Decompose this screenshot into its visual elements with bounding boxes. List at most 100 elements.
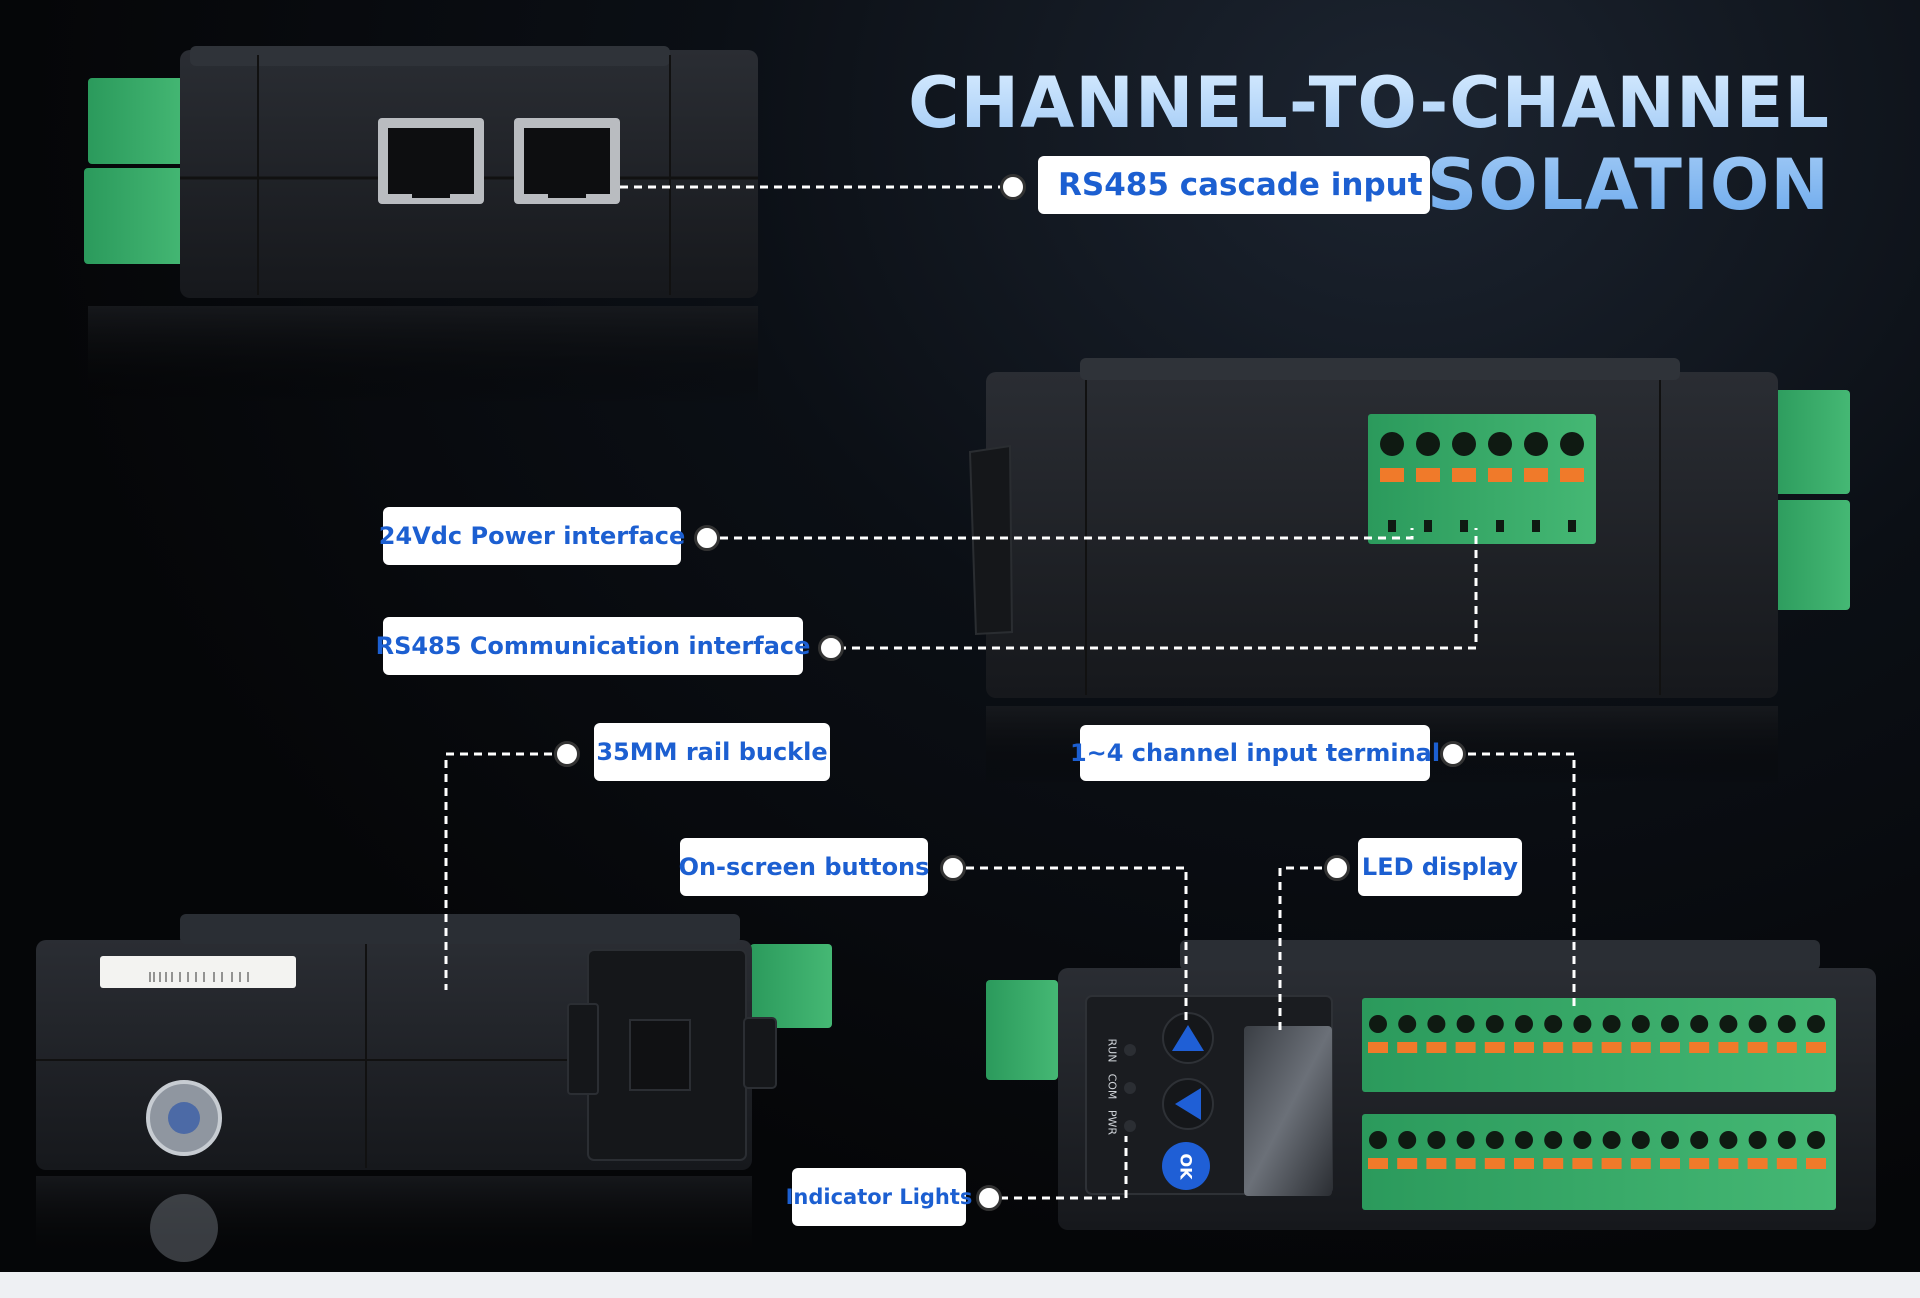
callout-dot (1440, 741, 1466, 767)
terminal-release-tab (1601, 1158, 1622, 1169)
terminal-screw-hole (1573, 1015, 1592, 1033)
side-terminal-block (1768, 390, 1850, 494)
terminal-release-tab (1455, 1042, 1476, 1053)
terminal-release-tab (1718, 1042, 1739, 1053)
device-top-edge (190, 46, 670, 66)
terminal-screw-hole (1427, 1015, 1446, 1033)
side-terminal-block (986, 980, 1058, 1080)
led-display-window (1244, 1026, 1332, 1196)
din-rail-clip (567, 949, 777, 1161)
terminal-release-tab (1484, 1158, 1505, 1169)
callout-rs485-cascade-input: RS485 cascade input (1038, 156, 1430, 214)
terminal-screw-hole (1544, 1015, 1563, 1033)
terminal-screw-hole (1456, 1015, 1475, 1033)
terminal-release-tab (1572, 1158, 1593, 1169)
callout-dot (940, 855, 966, 881)
rj45-port (514, 118, 620, 204)
side-terminal-block (1768, 500, 1850, 610)
terminal-screw-hole (1573, 1131, 1592, 1149)
leader-line-rail-buckle (444, 752, 552, 990)
device-bottom-right (986, 940, 1876, 1230)
up-arrow-button[interactable] (1162, 1012, 1214, 1064)
terminal-release-tab (1718, 1158, 1739, 1169)
device-bottom-left (36, 914, 832, 1272)
terminal-release-tab (1514, 1158, 1534, 1169)
terminal-release-tab (1572, 1042, 1593, 1053)
callout-35mm-rail-buckle: 35MM rail buckle (594, 723, 830, 781)
terminal-release-tab (1806, 1042, 1826, 1053)
terminal-release-tab (1747, 1158, 1768, 1169)
side-terminal-block (750, 944, 832, 1028)
terminal-release-tab (1397, 1042, 1418, 1053)
terminal-release-tab (1426, 1042, 1447, 1053)
callout-indicator-lights: Indicator Lights (786, 1168, 972, 1226)
terminal-screw-hole (1515, 1131, 1533, 1149)
terminal-screw-hole (1631, 1131, 1650, 1149)
terminal-screw-hole (1719, 1015, 1738, 1033)
terminal-release-tab (1397, 1158, 1418, 1169)
terminal-screw-hole (1777, 1015, 1796, 1033)
terminal-release-tab (1484, 1042, 1505, 1053)
terminal-release-tab (1543, 1042, 1564, 1053)
rj45-port (378, 118, 484, 204)
callout-onscreen-buttons: On-screen buttons (679, 838, 929, 896)
terminal-screw-hole (1544, 1131, 1563, 1149)
rail-clip (968, 444, 1014, 636)
terminal-screw-hole (1398, 1131, 1417, 1149)
terminal-release-tab (1455, 1158, 1476, 1169)
terminal-release-tab (1747, 1042, 1768, 1053)
terminal-screw-hole (1369, 1015, 1387, 1033)
terminal-release-tab (1426, 1158, 1447, 1169)
terminal-block-lower (1362, 1114, 1836, 1210)
leader-line-onscreen-buttons (966, 866, 1188, 1020)
terminal-screw-hole (1398, 1015, 1417, 1033)
triangle-up-icon (1172, 1025, 1204, 1051)
terminal-block-6pin (1368, 414, 1596, 544)
terminal-release-tab (1543, 1158, 1564, 1169)
terminal-release-tab (1630, 1158, 1651, 1169)
indicator-led (1124, 1082, 1136, 1094)
leader-line-input-terminal (1468, 752, 1576, 1010)
terminal-release-tab (1601, 1042, 1622, 1053)
terminal-release-tab (1776, 1042, 1797, 1053)
reflection (88, 306, 758, 406)
callout-led-display: LED display (1358, 838, 1522, 896)
terminal-block-upper (1362, 998, 1836, 1092)
left-arrow-button[interactable] (1162, 1078, 1214, 1130)
terminal-release-tab (1660, 1158, 1680, 1169)
terminal-release-tab (1514, 1042, 1534, 1053)
terminal-screw-hole (1690, 1015, 1709, 1033)
terminal-screw-hole (1485, 1131, 1504, 1149)
triangle-left-icon (1175, 1088, 1201, 1120)
callout-channel-input-terminal: 1~4 channel input terminal (1070, 725, 1440, 781)
terminal-screw-hole (1661, 1131, 1679, 1149)
terminal-release-tab (1689, 1158, 1710, 1169)
bottom-strip (0, 1272, 1920, 1298)
device-top-left (84, 46, 758, 406)
terminal-screw-hole (1631, 1015, 1650, 1033)
callout-dot (976, 1185, 1002, 1211)
terminal-screw-hole (1515, 1015, 1533, 1033)
terminal-screw-hole (1661, 1015, 1679, 1033)
callout-dot (554, 741, 580, 767)
page-title: CHANNEL-TO-CHANNEL ISOLATION (790, 62, 1830, 226)
ok-button[interactable]: OK (1162, 1142, 1210, 1190)
terminal-release-tab (1630, 1042, 1651, 1053)
terminal-screw-hole (1456, 1131, 1475, 1149)
callout-dot (1000, 174, 1026, 200)
indicator-led (1124, 1044, 1136, 1056)
terminal-screw-hole (1602, 1015, 1621, 1033)
leader-line-indicator (1000, 1136, 1128, 1200)
terminal-release-tab (1689, 1042, 1710, 1053)
leader-line-power (720, 528, 1414, 540)
callout-dot (1324, 855, 1350, 881)
side-terminal-block (88, 78, 188, 164)
terminal-screw-hole (1485, 1015, 1504, 1033)
terminal-screw-hole (1690, 1131, 1709, 1149)
terminal-screw-hole (1748, 1015, 1767, 1033)
terminal-release-tab (1776, 1158, 1797, 1169)
terminal-screw-hole (1748, 1131, 1767, 1149)
callout-rs485-communication-interface: RS485 Communication interface (376, 617, 810, 675)
